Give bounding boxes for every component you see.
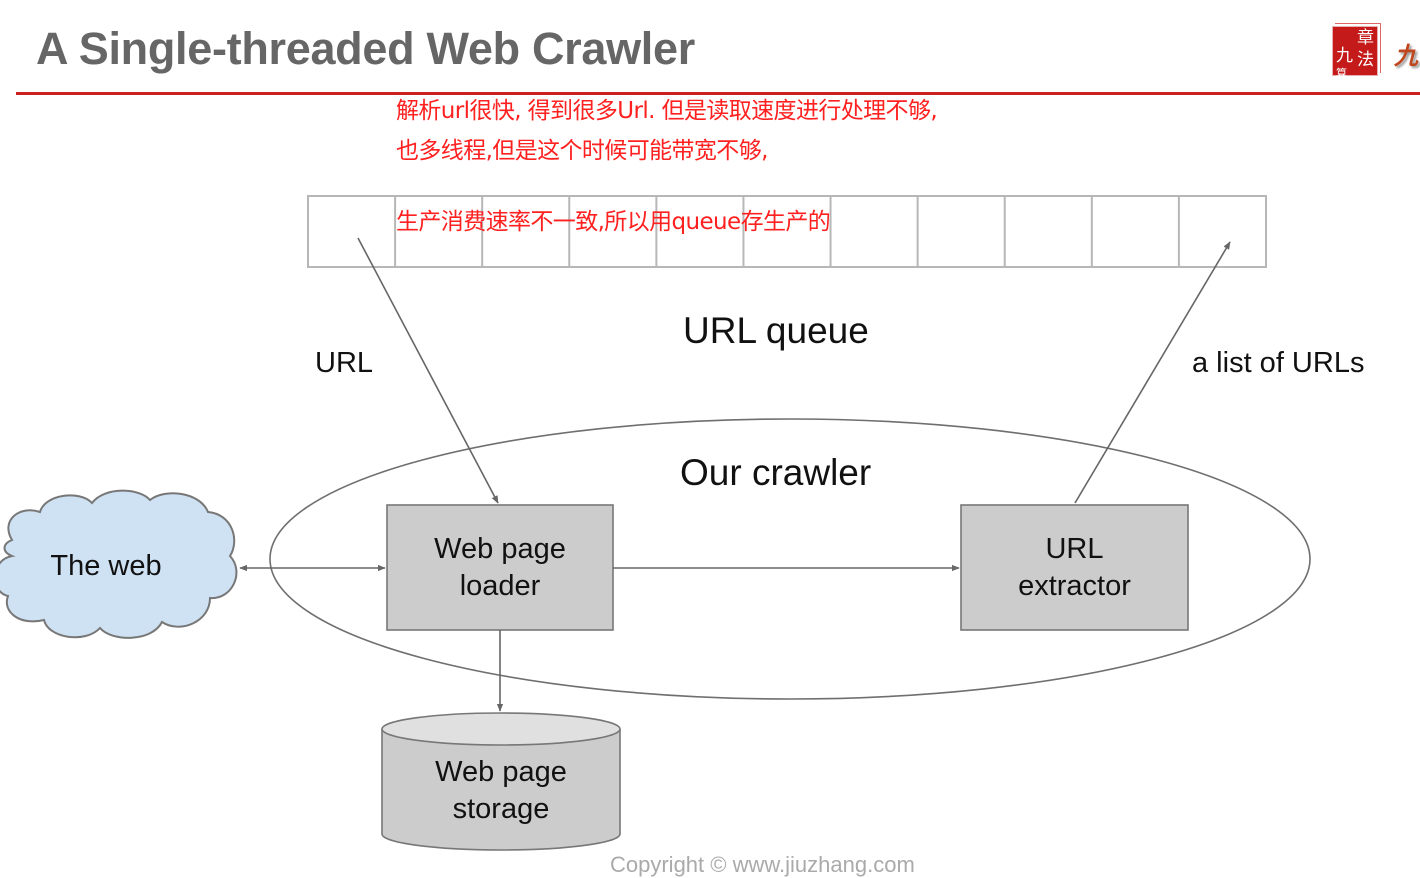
url-extractor-line1: URL: [1045, 533, 1104, 565]
url-queue-cells: [394, 196, 1180, 267]
logo-seal-char: 法: [1357, 50, 1374, 70]
slide-title: A Single-threaded Web Crawler: [36, 23, 695, 74]
web-page-storage-line1: Web page: [435, 756, 567, 788]
web-page-loader-box: [386, 504, 614, 631]
crawler-boundary-ellipse: [269, 418, 1311, 700]
logo-seal-icon: 九 章 算 法: [1332, 26, 1378, 80]
web-page-storage-label: Web page storage: [382, 754, 620, 828]
edge-queue-to-loader: [357, 237, 499, 504]
logo-seal-char: 章: [1357, 28, 1374, 48]
annotation-line-1: 解析url很快, 得到很多Url. 但是读取速度进行处理不够,: [396, 98, 938, 124]
url-queue: [307, 195, 1267, 268]
logo-seal-char: 算: [1336, 67, 1347, 80]
annotation-line-3: 生产消费速率不一致,所以用queue存生产的: [396, 209, 831, 235]
the-web-label: The web: [50, 550, 162, 582]
copyright-footer: Copyright © www.jiuzhang.com: [610, 852, 915, 877]
jiuzhang-logo: 九 章 算 法 九: [1328, 16, 1420, 80]
edge-label-url: URL: [315, 347, 374, 379]
our-crawler-label: Our crawler: [680, 452, 872, 493]
the-web-cloud: [0, 489, 238, 639]
annotation-line-2: 也多线程,但是这个时候可能带宽不够,: [396, 138, 768, 164]
url-extractor-box: [960, 504, 1189, 631]
edge-extractor-to-queue: [1074, 241, 1231, 504]
url-queue-label: URL queue: [683, 310, 869, 351]
url-extractor-line2: extractor: [1018, 570, 1131, 602]
logo-text: 九: [1394, 41, 1418, 70]
url-extractor-label: URL extractor: [961, 531, 1188, 605]
web-page-loader-line2: loader: [459, 570, 541, 602]
web-page-loader-label: Web page loader: [387, 531, 613, 605]
web-page-loader-line1: Web page: [434, 533, 566, 565]
web-page-storage-line2: storage: [452, 793, 550, 825]
edge-label-list-of-urls: a list of URLs: [1192, 347, 1365, 379]
title-underline-divider: [16, 92, 1420, 95]
url-queue-frame: [307, 195, 1267, 268]
logo-seal-char: 九: [1336, 46, 1353, 66]
web-page-storage-cylinder: [381, 712, 621, 851]
